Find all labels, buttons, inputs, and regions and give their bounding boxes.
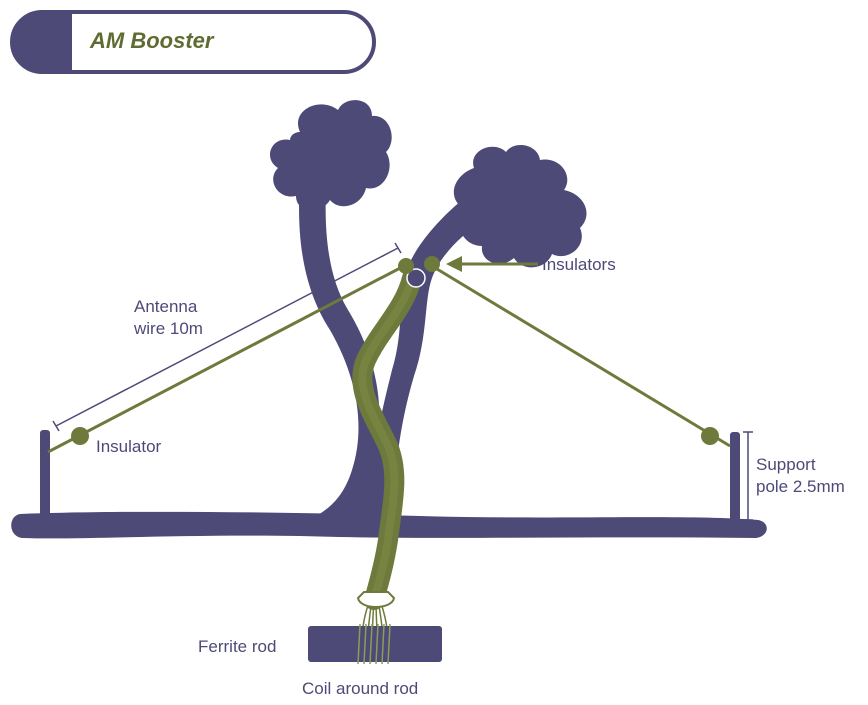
insulators-label: Insulators: [542, 255, 616, 274]
cable-junction: [406, 268, 426, 288]
coil-around-rod-label: Coil around rod: [302, 679, 419, 698]
ferrite-rod-label: Ferrite rod: [198, 637, 277, 656]
antenna-wire-label: Antenna wire 10m: [134, 296, 203, 340]
right-tree-trunk: [372, 200, 484, 500]
right-support-pole: [730, 432, 740, 522]
antenna-length-dimension: [52, 242, 402, 432]
insulator-right: [701, 427, 719, 445]
right-tree-canopy: [453, 145, 587, 268]
insulator-tree-left: [398, 258, 414, 274]
antenna-wire-label-line2: wire 10m: [134, 319, 203, 338]
insulator-label: Insulator: [96, 437, 162, 456]
antenna-wire-right: [431, 264, 731, 448]
left-support-pole: [40, 430, 50, 520]
support-pole-label-line1: Support: [756, 455, 816, 474]
insulator-left: [71, 427, 89, 445]
ferrite-rod: [308, 626, 442, 662]
page-title: AM Booster: [90, 28, 214, 53]
cable-end-cap: [356, 591, 396, 608]
support-pole-dimension: [743, 431, 753, 521]
left-tree-canopy: [269, 100, 392, 211]
support-pole-label: Support pole 2.5mm: [756, 454, 845, 498]
feed-cable-core: [358, 274, 416, 604]
antenna-wire-left: [47, 264, 405, 454]
coil-windings: [357, 623, 391, 665]
support-pole-label-line2: pole 2.5mm: [756, 477, 845, 496]
left-tree-trunk: [299, 180, 392, 516]
antenna-wire-label-line1: Antenna: [134, 297, 198, 316]
insulators-arrow: [446, 256, 538, 272]
insulator-tree-right: [424, 256, 440, 272]
title-pill: [10, 10, 376, 74]
